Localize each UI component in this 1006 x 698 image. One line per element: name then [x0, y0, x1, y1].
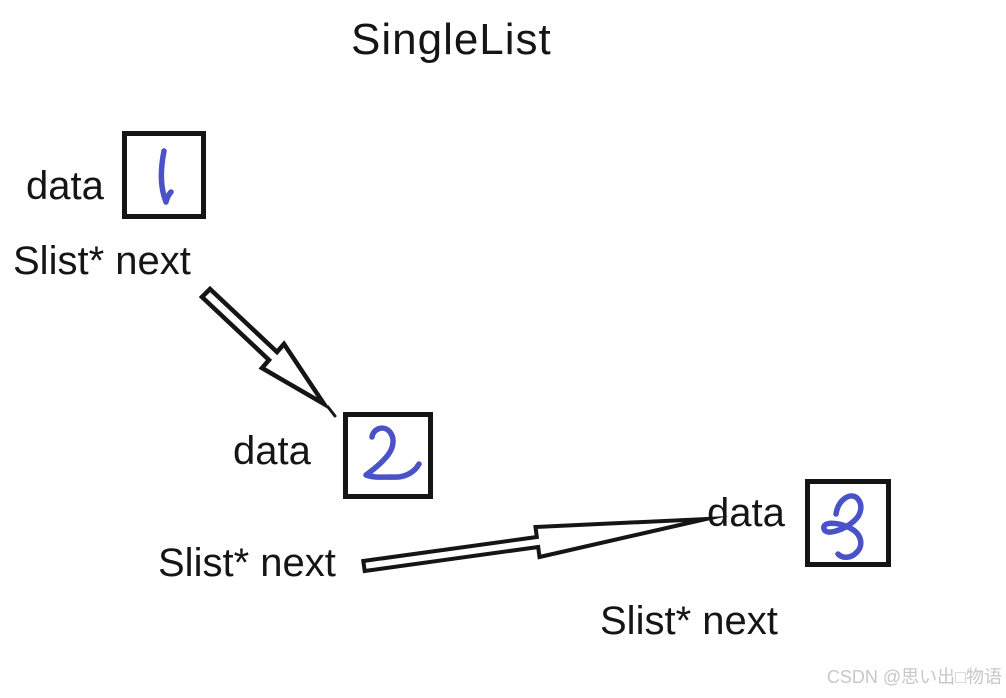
- node3-data-label: data: [707, 491, 785, 535]
- handwritten-digit-2: [363, 425, 422, 480]
- handwritten-digit-3: [821, 493, 864, 560]
- node3-next-label: Slist* next: [600, 599, 778, 643]
- node2-value-box: [343, 412, 433, 499]
- node1-data-label: data: [26, 164, 104, 208]
- node1-value-box: [122, 131, 206, 219]
- node1-next-label: Slist* next: [13, 239, 191, 283]
- node2-data-label: data: [233, 429, 311, 473]
- csdn-watermark: CSDN @思い出□物语: [826, 667, 1002, 687]
- node2-next-label: Slist* next: [158, 541, 336, 585]
- handwritten-digit-1: [158, 148, 174, 205]
- arrow-tip-dash: [326, 405, 337, 418]
- node3-value-box: [805, 479, 891, 567]
- diagram-title: SingleList: [351, 15, 552, 64]
- next-pointer-arrow-node2-to-node3: [361, 515, 729, 574]
- next-pointer-arrow-node1-to-node2: [198, 285, 332, 411]
